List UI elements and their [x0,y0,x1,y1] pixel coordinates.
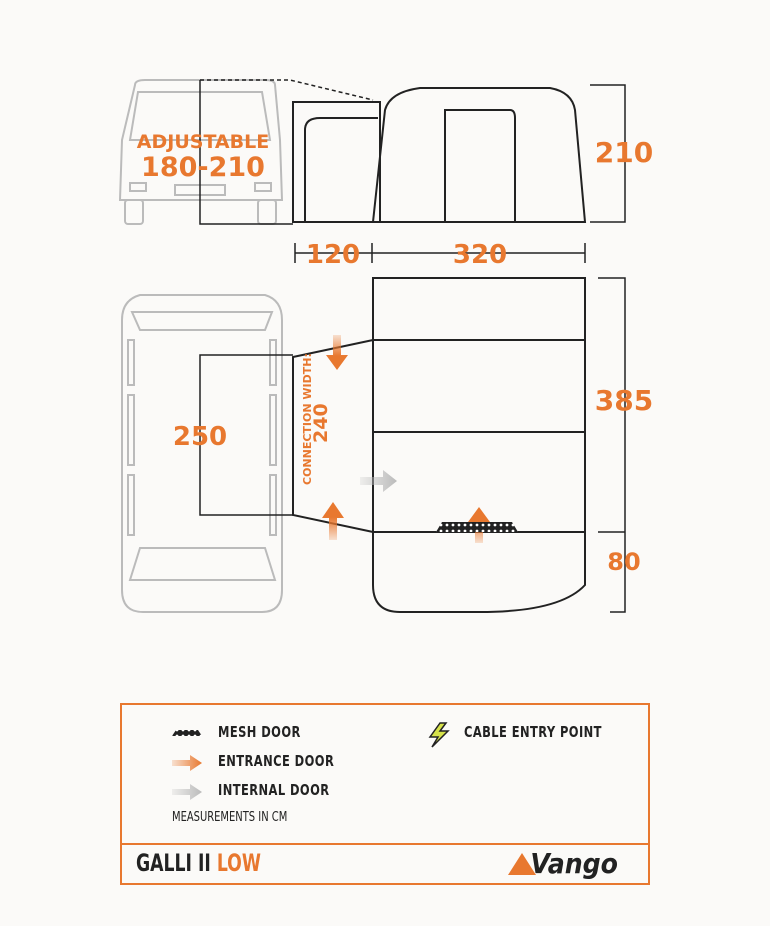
entrance-arrow-icon [322,502,344,540]
adjustable-label: ADJUSTABLE [137,131,269,153]
entrance-arrow-icon [326,335,348,370]
entrance-arrow-icon [172,755,202,771]
legend: MESH DOOR ENTRANCE DOOR INTERNAL DOOR CA… [120,703,650,885]
product-name: GALLI II [136,849,211,877]
logo-triangle-icon [508,853,537,875]
annex-length-dim: 120 [306,240,360,270]
divider [122,843,648,845]
legend-mesh-door: MESH DOOR [218,723,301,741]
connection-width: 240 [310,403,332,443]
legend-cable-entry: CABLE ENTRY POINT [464,723,602,741]
legend-internal-door: INTERNAL DOOR [218,781,330,799]
tent-side [292,87,587,223]
connection-label: CONNECTION WIDTH: [301,353,314,485]
mesh-door-icon [436,522,518,532]
internal-arrow-icon [172,784,202,800]
adjustable-range: 180-210 [141,152,265,183]
product-variant: LOW [216,849,261,877]
depth-dim: 385 [595,384,653,417]
lightning-icon [428,722,450,748]
van-height-dim: 250 [173,422,227,452]
tent-plan [292,277,586,613]
brand-logo: Vango [508,847,618,880]
height-dim: 210 [595,136,653,169]
mesh-door-icon [172,730,202,736]
measurements-note: MEASUREMENTS IN CM [172,810,288,825]
tent-length-dim: 320 [453,240,507,270]
internal-arrow-icon [360,470,397,492]
van-top [121,294,283,613]
legend-entrance-door: ENTRANCE DOOR [218,752,335,770]
porch-depth-dim: 80 [607,548,640,576]
product-title: GALLI II LOW [136,849,261,877]
